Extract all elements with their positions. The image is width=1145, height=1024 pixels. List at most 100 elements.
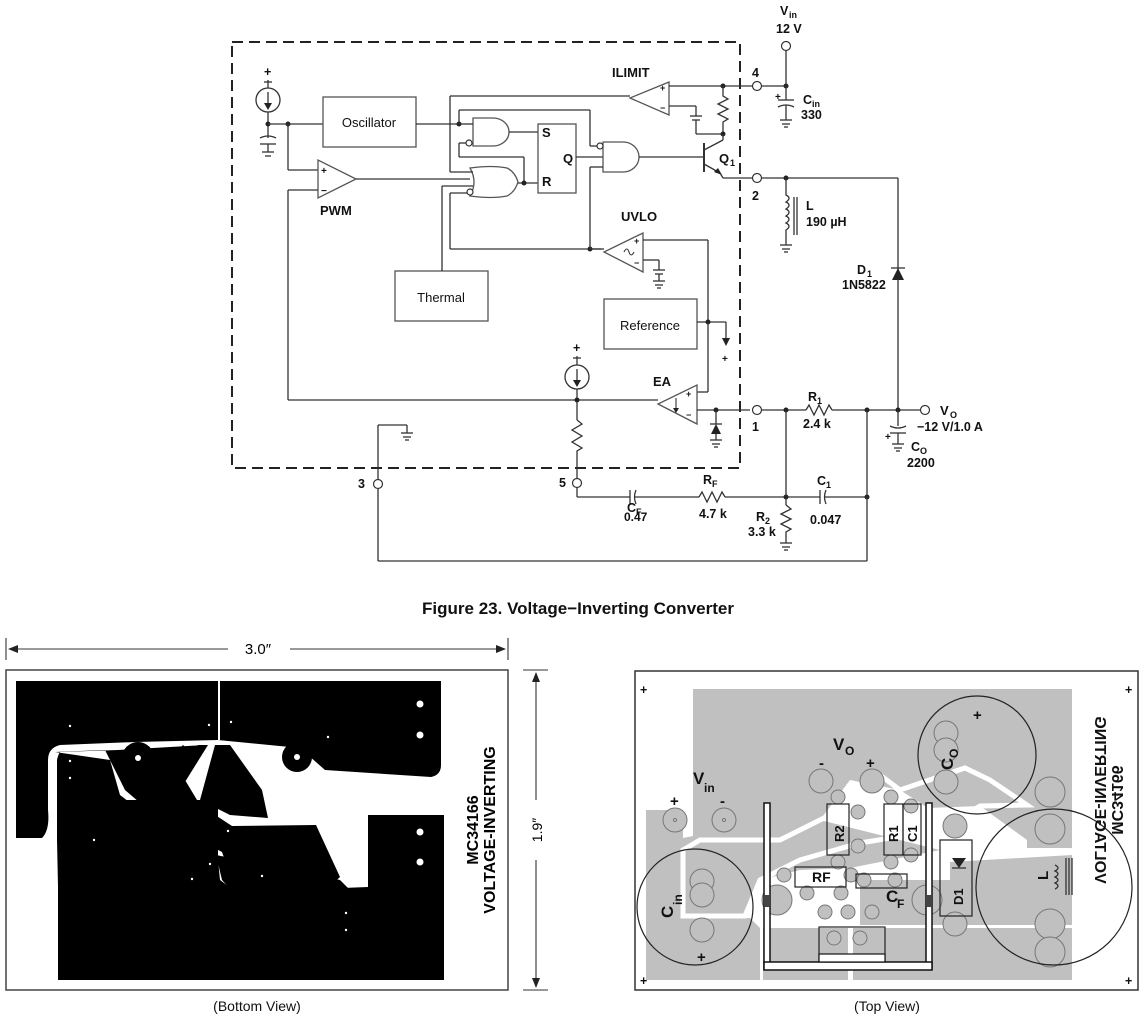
- d1-outline: [939, 839, 973, 917]
- svg-text:R1: R1: [886, 825, 901, 842]
- svg-text:R: R: [703, 473, 712, 487]
- pin-3: [372, 478, 384, 490]
- svg-text:1: 1: [730, 158, 735, 168]
- svg-text:F: F: [636, 507, 642, 517]
- svg-text:D1: D1: [951, 888, 966, 905]
- ea-resistor: [570, 419, 584, 482]
- inductor-l: [784, 178, 790, 245]
- sr-latch: [537, 123, 577, 194]
- mirrored-board-text-part: MC34166: [1108, 765, 1125, 834]
- svg-text:L: L: [806, 199, 814, 213]
- capacitor-c1: [823, 489, 827, 505]
- svg-text:in: in: [671, 894, 685, 905]
- svg-text:+: +: [775, 92, 781, 103]
- error-amplifier: [656, 383, 698, 426]
- vout-terminal: [919, 404, 931, 416]
- resistor-r2: [779, 504, 793, 543]
- board-text-part: MC34166: [465, 795, 482, 864]
- svg-text:+: +: [640, 683, 647, 697]
- board-text-type: VOLTAGE-INVERTING: [482, 746, 499, 913]
- svg-text:−: −: [634, 258, 639, 268]
- ilimit-comparator: [628, 81, 670, 116]
- svg-text:−12 V/1.0 A: −12 V/1.0 A: [917, 420, 983, 434]
- pwm-comparator: [317, 158, 358, 200]
- svg-text:R2: R2: [832, 825, 847, 842]
- svg-text:4: 4: [752, 66, 759, 80]
- ea-label: EA: [653, 374, 672, 389]
- svg-text:C: C: [817, 474, 826, 488]
- svg-text:F: F: [712, 479, 718, 489]
- resistor-rf: [698, 490, 726, 504]
- svg-text:C: C: [627, 501, 636, 515]
- uvlo-comparator: [602, 231, 644, 274]
- ilimit-label: ILIMIT: [612, 65, 650, 80]
- component-pads: [662, 720, 1066, 968]
- svg-text:+: +: [686, 389, 691, 399]
- svg-text:V: V: [833, 735, 845, 754]
- svg-text:C: C: [803, 93, 812, 107]
- svg-text:C: C: [886, 887, 898, 906]
- oscillator-label: Oscillator: [342, 115, 397, 130]
- pcb-top-view: + + + +: [634, 670, 1139, 991]
- svg-text:12 V: 12 V: [776, 22, 802, 36]
- svg-text:1: 1: [826, 480, 831, 490]
- inductor-outline: [975, 808, 1133, 966]
- svg-text:5: 5: [559, 476, 566, 490]
- svg-text:+: +: [1125, 974, 1132, 988]
- svg-text:-: -: [819, 755, 824, 772]
- bottom-view-caption: (Bottom View): [213, 998, 301, 1014]
- pcb-bottom-view: 3.0″ MC34166 VOLTAGE-INVERTING: [5, 638, 548, 991]
- diode-d1: [892, 268, 904, 280]
- uvlo-label: UVLO: [621, 209, 657, 224]
- svg-text:330: 330: [801, 108, 822, 122]
- svg-text:R: R: [542, 174, 552, 189]
- pin-5: [571, 477, 583, 489]
- svg-text:−: −: [321, 186, 327, 197]
- svg-text:R: R: [808, 390, 817, 404]
- ic-boundary: [231, 41, 741, 469]
- svg-text:Q: Q: [563, 151, 573, 166]
- svg-text:F: F: [897, 897, 904, 911]
- svg-text:2.4 k: 2.4 k: [803, 417, 831, 431]
- svg-text:2: 2: [752, 189, 759, 203]
- and-gate-set: [472, 117, 510, 147]
- svg-text:+: +: [697, 949, 706, 966]
- svg-text:RF: RF: [812, 869, 831, 885]
- svg-text:+: +: [634, 236, 639, 246]
- svg-text:V: V: [780, 4, 789, 18]
- svg-text:C: C: [911, 440, 920, 454]
- svg-text:in: in: [789, 10, 797, 20]
- svg-text:2: 2: [765, 516, 770, 526]
- thermal-block: [394, 270, 489, 322]
- capacitor-cf: [633, 489, 637, 505]
- svg-text:190 µH: 190 µH: [806, 215, 847, 229]
- svg-text:C: C: [938, 758, 957, 770]
- svg-text:O: O: [947, 749, 961, 758]
- svg-text:1: 1: [817, 396, 822, 406]
- reference-block: [603, 298, 698, 350]
- current-source-osc: +: [255, 65, 281, 157]
- svg-text:1N5822: 1N5822: [842, 278, 886, 292]
- cin-outline: [636, 848, 754, 966]
- svg-text:in: in: [704, 781, 715, 795]
- zener-diode: [711, 424, 721, 434]
- svg-text:+: +: [670, 793, 679, 810]
- pin-2: [751, 172, 763, 184]
- transistor-q1: [703, 134, 754, 179]
- svg-text:+: +: [722, 354, 728, 365]
- svg-text:2200: 2200: [907, 456, 935, 470]
- svg-text:O: O: [845, 744, 854, 758]
- mirrored-board-text-type: VOLTAGE-INVERTING: [1091, 716, 1108, 883]
- oscillator-block: [322, 96, 417, 148]
- svg-text:0.47: 0.47: [624, 510, 648, 524]
- svg-text:V: V: [940, 403, 949, 418]
- heatsink: [763, 802, 933, 971]
- svg-text:+: +: [264, 65, 271, 79]
- svg-text:+: +: [973, 707, 982, 724]
- figure-caption: Figure 23. Voltage−Inverting Converter: [422, 599, 734, 618]
- svg-text:C1: C1: [905, 825, 920, 842]
- svg-text:O: O: [920, 446, 927, 456]
- svg-text:+: +: [573, 341, 580, 355]
- svg-text:1: 1: [752, 420, 759, 434]
